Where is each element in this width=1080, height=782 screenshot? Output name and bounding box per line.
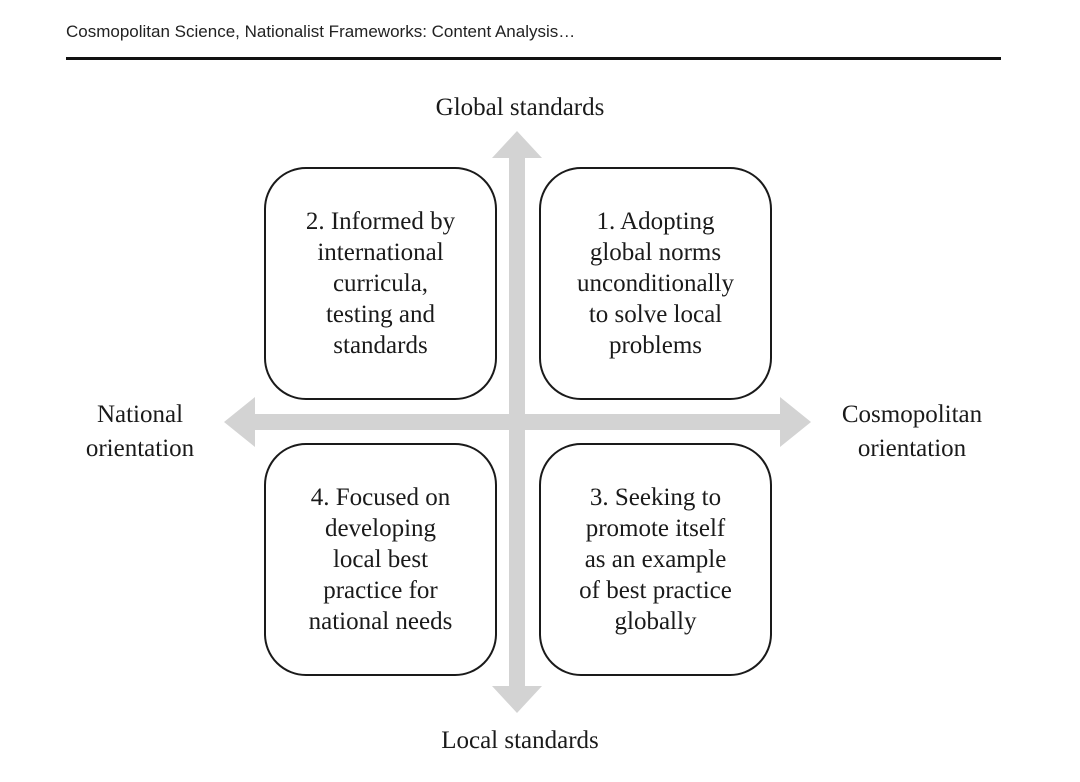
axis-label-national-orientation: National orientation — [40, 398, 240, 466]
quadrant-line: promote itself — [585, 515, 726, 542]
quadrant-line: national needs — [308, 608, 453, 635]
quadrant-line: to solve local — [588, 301, 723, 328]
quadrant-line: of best practice — [579, 577, 732, 604]
axis-label-line: orientation — [857, 435, 967, 462]
quadrant-2-box: 2. Informed by international curricula, … — [264, 167, 497, 400]
quadrant-line: practice for — [323, 577, 438, 604]
quadrant-line: 3. Seeking to — [589, 484, 722, 511]
quadrant-2-text: 2. Informed by international curricula, … — [306, 206, 455, 361]
quadrant-1-box: 1. Adopting global norms unconditionally… — [539, 167, 772, 400]
quadrant-line: global norms — [589, 239, 722, 266]
header-rule — [66, 57, 1001, 60]
quadrant-line: local best — [332, 546, 429, 573]
quadrant-line: 4. Focused on — [310, 484, 451, 511]
horizontal-axis-arrow — [224, 397, 811, 447]
quadrant-4-box: 4. Focused on developing local best prac… — [264, 443, 497, 676]
axis-label-line: orientation — [85, 435, 195, 462]
quadrant-3-box: 3. Seeking to promote itself as an examp… — [539, 443, 772, 676]
quadrant-line: 1. Adopting — [596, 208, 715, 235]
quadrant-line: 2. Informed by — [305, 208, 456, 235]
quadrant-line: problems — [608, 332, 703, 359]
quadrant-line: developing — [324, 515, 437, 542]
quadrant-line: standards — [333, 332, 428, 359]
quadrant-line: unconditionally — [577, 270, 734, 297]
axis-label-local-standards: Local standards — [441, 727, 599, 754]
axis-label-line: National — [96, 401, 184, 428]
running-head: Cosmopolitan Science, Nationalist Framew… — [66, 22, 576, 41]
quadrant-line: testing and — [325, 301, 435, 328]
axis-label-cosmopolitan-orientation: Cosmopolitan orientation — [812, 398, 1012, 466]
quadrant-1-text: 1. Adopting global norms unconditionally… — [577, 206, 734, 361]
axis-label-global-standards: Global standards — [435, 94, 605, 121]
quadrant-line: international — [317, 239, 444, 266]
quadrant-line: as an example — [584, 546, 727, 573]
quadrant-3-text: 3. Seeking to promote itself as an examp… — [579, 482, 732, 637]
quadrant-line: globally — [614, 608, 697, 635]
quadrant-4-text: 4. Focused on developing local best prac… — [309, 482, 453, 637]
quadrant-line: curricula, — [332, 270, 429, 297]
axis-label-line: Cosmopolitan — [841, 401, 983, 428]
